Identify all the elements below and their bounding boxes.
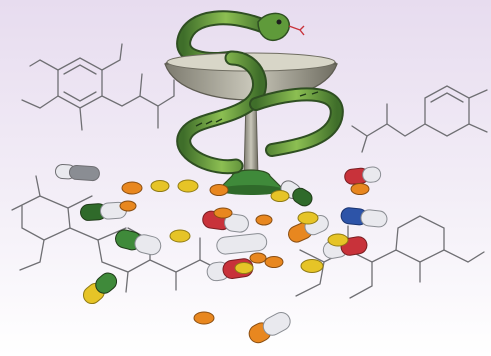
capsule-icon	[248, 312, 291, 344]
capsule-icon	[54, 163, 100, 182]
capsule-icon	[82, 272, 118, 305]
molecule-icon	[11, 43, 488, 299]
capsule-icon	[216, 233, 268, 255]
capsule-icon	[340, 207, 388, 228]
tablet-icon	[119, 179, 370, 325]
capsule-icon	[115, 229, 162, 256]
serpent-coil	[176, 50, 344, 175]
pills	[54, 163, 388, 344]
capsule-icon	[344, 166, 382, 185]
capsule-icon	[80, 201, 127, 221]
